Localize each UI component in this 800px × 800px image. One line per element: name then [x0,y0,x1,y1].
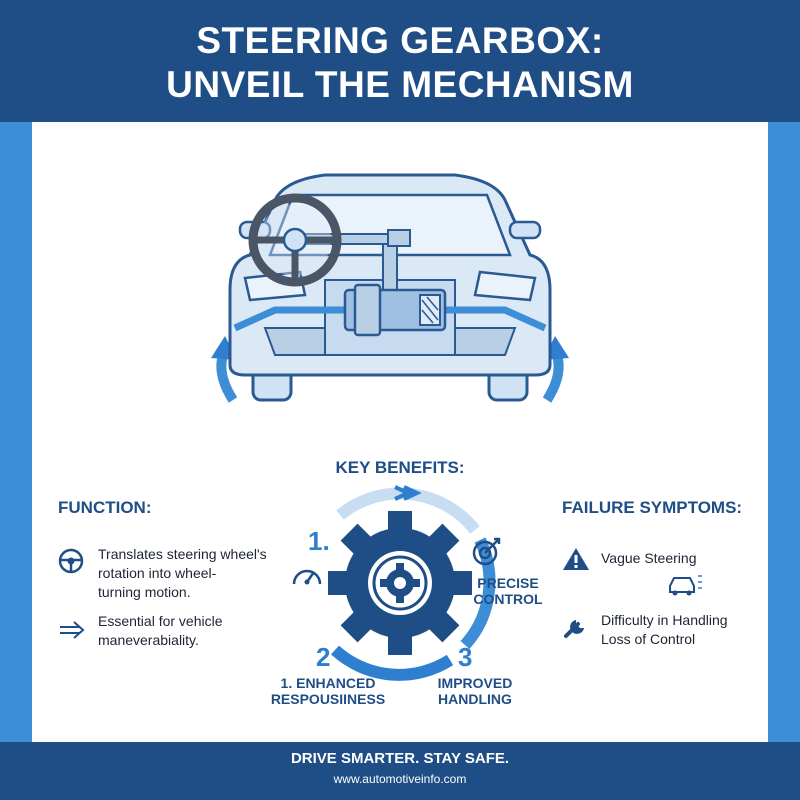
benefit-number-2: 2 [316,642,331,672]
target-icon [472,537,501,566]
benefit-label-1: 1. ENHANCED RESPOUSIINESS [270,675,386,707]
page-title-line-1: STEERING GEARBOX: [196,20,604,61]
wrench-icon [564,617,585,638]
footer-banner [0,742,800,800]
footer-url-link[interactable]: www.automotiveinfo.com [333,772,467,786]
warning-icon [563,548,589,570]
steering-wheel-icon [248,193,342,287]
failure-symptoms-title: FAILURE SYMPTOMS: [562,498,743,517]
car-front-cutaway-icon [211,173,569,403]
left-accent-bar [0,122,32,742]
function-item-1-text: Translates steering wheel's rotation int… [98,546,267,600]
double-arrow-right-icon [60,621,85,639]
steering-gearbox-icon [343,283,447,337]
benefit-number-1: 1. [308,526,330,556]
header-banner [0,0,800,122]
steering-wheel-icon [58,548,84,574]
failure-item-1-text: Vague Steering [601,550,697,566]
function-item-2-text: Essential for vehicle maneverabiality. [98,613,223,648]
benefit-label-3: IMPROVED HANDLING [437,675,513,707]
key-benefits-title: KEY BENEFITS: [335,458,465,477]
failure-item-2-text: Difficulty in Handling Loss of Control [601,612,728,647]
page-title-line-2: UNVEIL THE MECHANISM [166,64,634,105]
benefit-number-3: 3 [458,642,473,672]
speedometer-icon [292,569,322,585]
benefit-label-2: PRECISE CONTROL [473,575,543,607]
gear-icon [328,485,496,681]
right-accent-bar [768,122,800,742]
skidding-car-icon [669,575,702,596]
footer-tagline: DRIVE SMARTER. STAY SAFE. [290,750,510,767]
function-title: FUNCTION: [58,498,152,517]
